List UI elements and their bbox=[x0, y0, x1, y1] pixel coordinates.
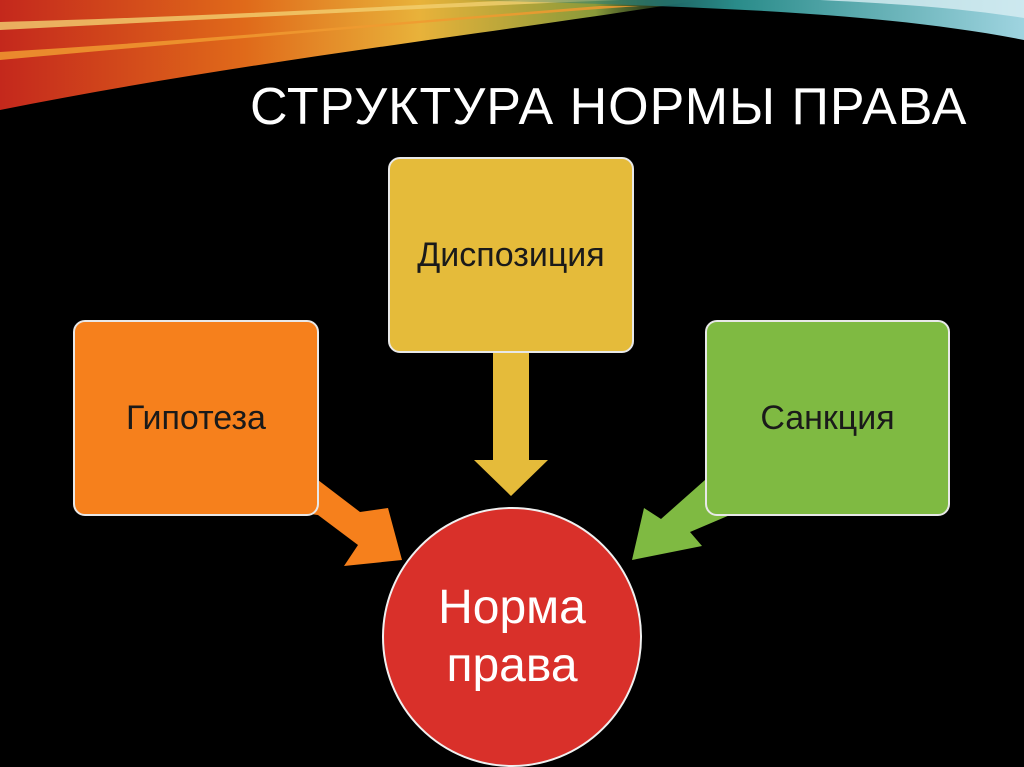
sanction-label: Санкция bbox=[760, 398, 895, 437]
hypothesis-box: Гипотеза bbox=[73, 320, 319, 516]
header-decoration bbox=[0, 0, 1024, 110]
disposition-box: Диспозиция bbox=[388, 157, 634, 353]
center-label-line2: права bbox=[446, 639, 578, 692]
hypothesis-label: Гипотеза bbox=[126, 398, 266, 437]
disposition-label: Диспозиция bbox=[417, 235, 605, 274]
norm-of-law-circle: Норма права bbox=[382, 507, 642, 767]
slide-title: СТРУКТУРА НОРМЫ ПРАВА bbox=[250, 78, 968, 136]
arrow-disposition bbox=[474, 353, 548, 496]
center-label-line1: Норма bbox=[438, 581, 586, 634]
sanction-box: Санкция bbox=[705, 320, 950, 516]
